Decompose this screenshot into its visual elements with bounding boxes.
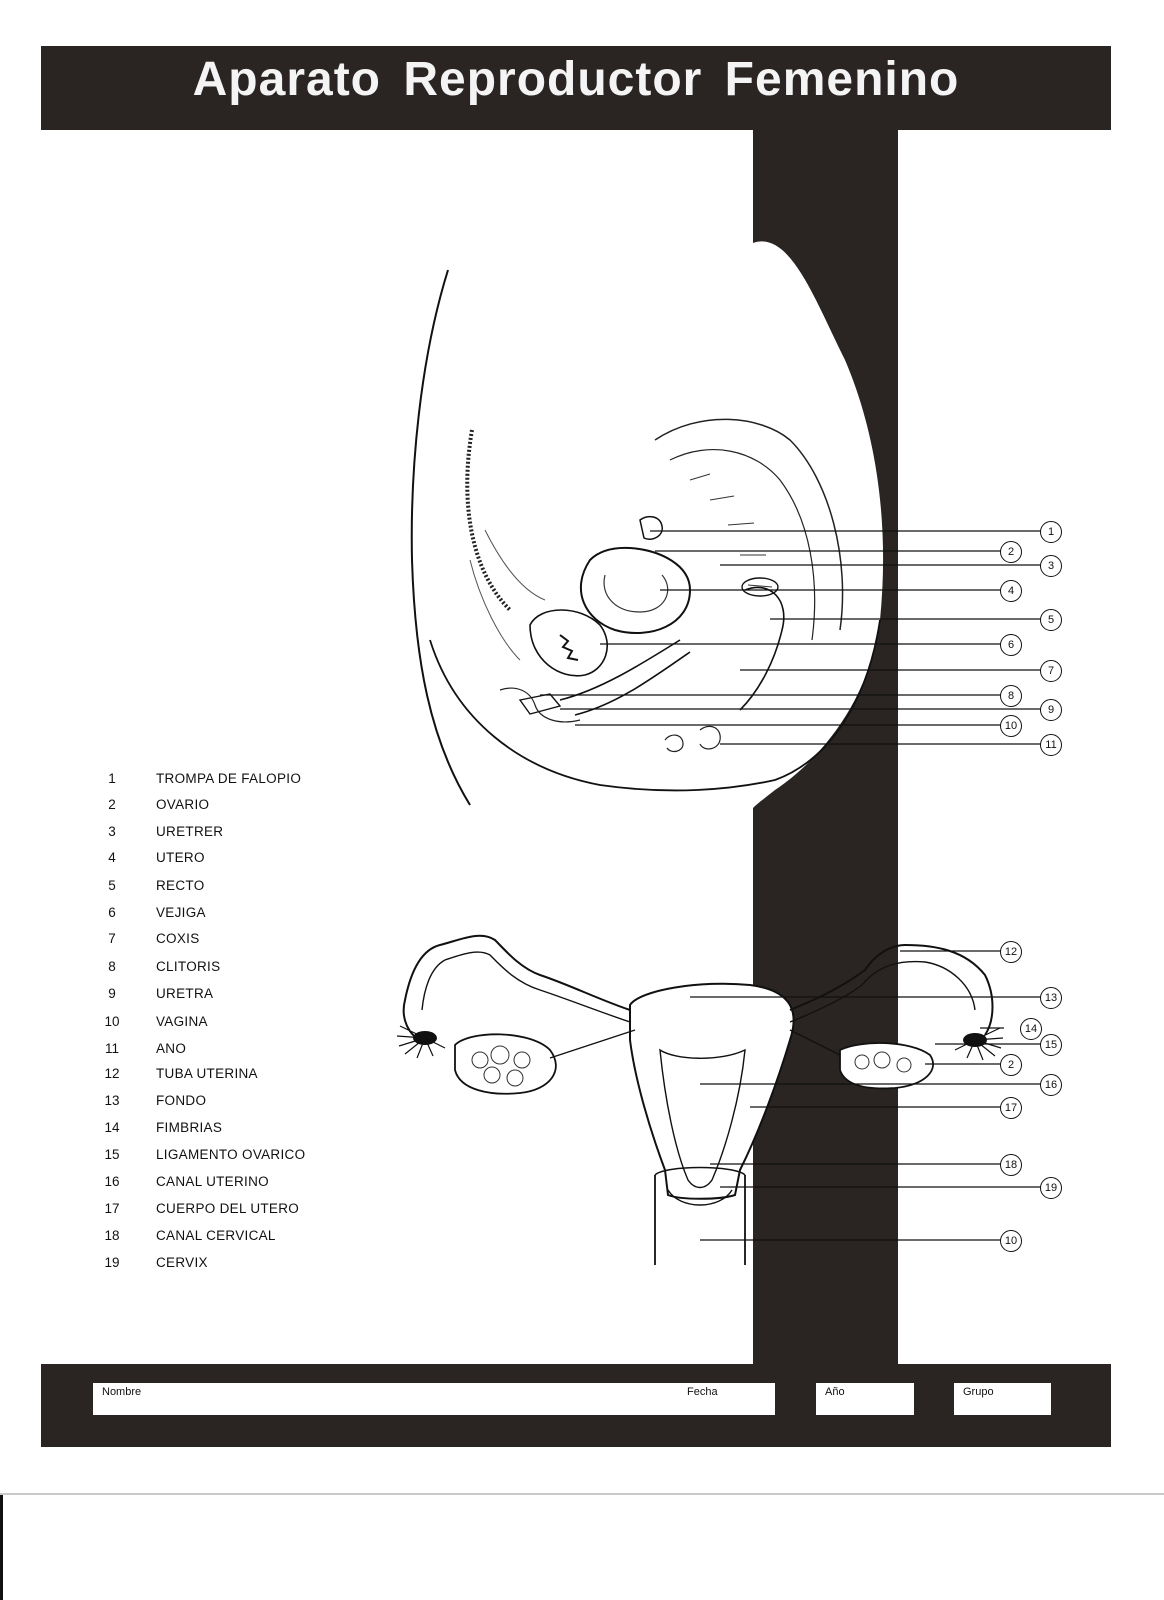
callout-15: 15 bbox=[1040, 1034, 1062, 1056]
callout-4: 4 bbox=[1000, 580, 1022, 602]
callout-10-frontal: 10 bbox=[1000, 1230, 1022, 1252]
group-field[interactable]: Grupo bbox=[954, 1383, 1051, 1415]
paper-edge bbox=[0, 1493, 1164, 1495]
callout-16: 16 bbox=[1040, 1074, 1062, 1096]
group-label: Grupo bbox=[963, 1386, 994, 1398]
date-label: Fecha bbox=[687, 1386, 718, 1398]
callout-10: 10 bbox=[1000, 715, 1022, 737]
callout-2: 2 bbox=[1000, 541, 1022, 563]
callout-17: 17 bbox=[1000, 1097, 1022, 1119]
callout-9: 9 bbox=[1040, 699, 1062, 721]
name-field[interactable]: Nombre bbox=[93, 1383, 680, 1415]
callout-5: 5 bbox=[1040, 609, 1062, 631]
frontal-uterus-diagram bbox=[396, 934, 1044, 1265]
callout-12: 12 bbox=[1000, 941, 1022, 963]
callout-2-frontal: 2 bbox=[1000, 1054, 1022, 1076]
callout-6: 6 bbox=[1000, 634, 1022, 656]
title-band: Aparato Reproductor Femenino bbox=[41, 46, 1111, 130]
fimbriae-left bbox=[396, 1025, 446, 1059]
footer-band: Nombre Fecha Año Grupo bbox=[41, 1364, 1111, 1447]
callout-18: 18 bbox=[1000, 1154, 1022, 1176]
callout-19: 19 bbox=[1040, 1177, 1062, 1199]
year-field[interactable]: Año bbox=[816, 1383, 914, 1415]
callout-13: 13 bbox=[1040, 987, 1062, 1009]
callout-8: 8 bbox=[1000, 685, 1022, 707]
scan-artifact bbox=[0, 1495, 3, 1600]
sagittal-section-diagram bbox=[410, 241, 1044, 809]
callout-14: 14 bbox=[1020, 1018, 1042, 1040]
date-field[interactable]: Fecha bbox=[678, 1383, 775, 1415]
year-label: Año bbox=[825, 1386, 845, 1398]
callout-11: 11 bbox=[1040, 734, 1062, 756]
callout-7: 7 bbox=[1040, 660, 1062, 682]
page-title: Aparato Reproductor Femenino bbox=[192, 53, 960, 106]
name-label: Nombre bbox=[102, 1386, 142, 1398]
callout-1: 1 bbox=[1040, 521, 1062, 543]
callout-3: 3 bbox=[1040, 555, 1062, 577]
